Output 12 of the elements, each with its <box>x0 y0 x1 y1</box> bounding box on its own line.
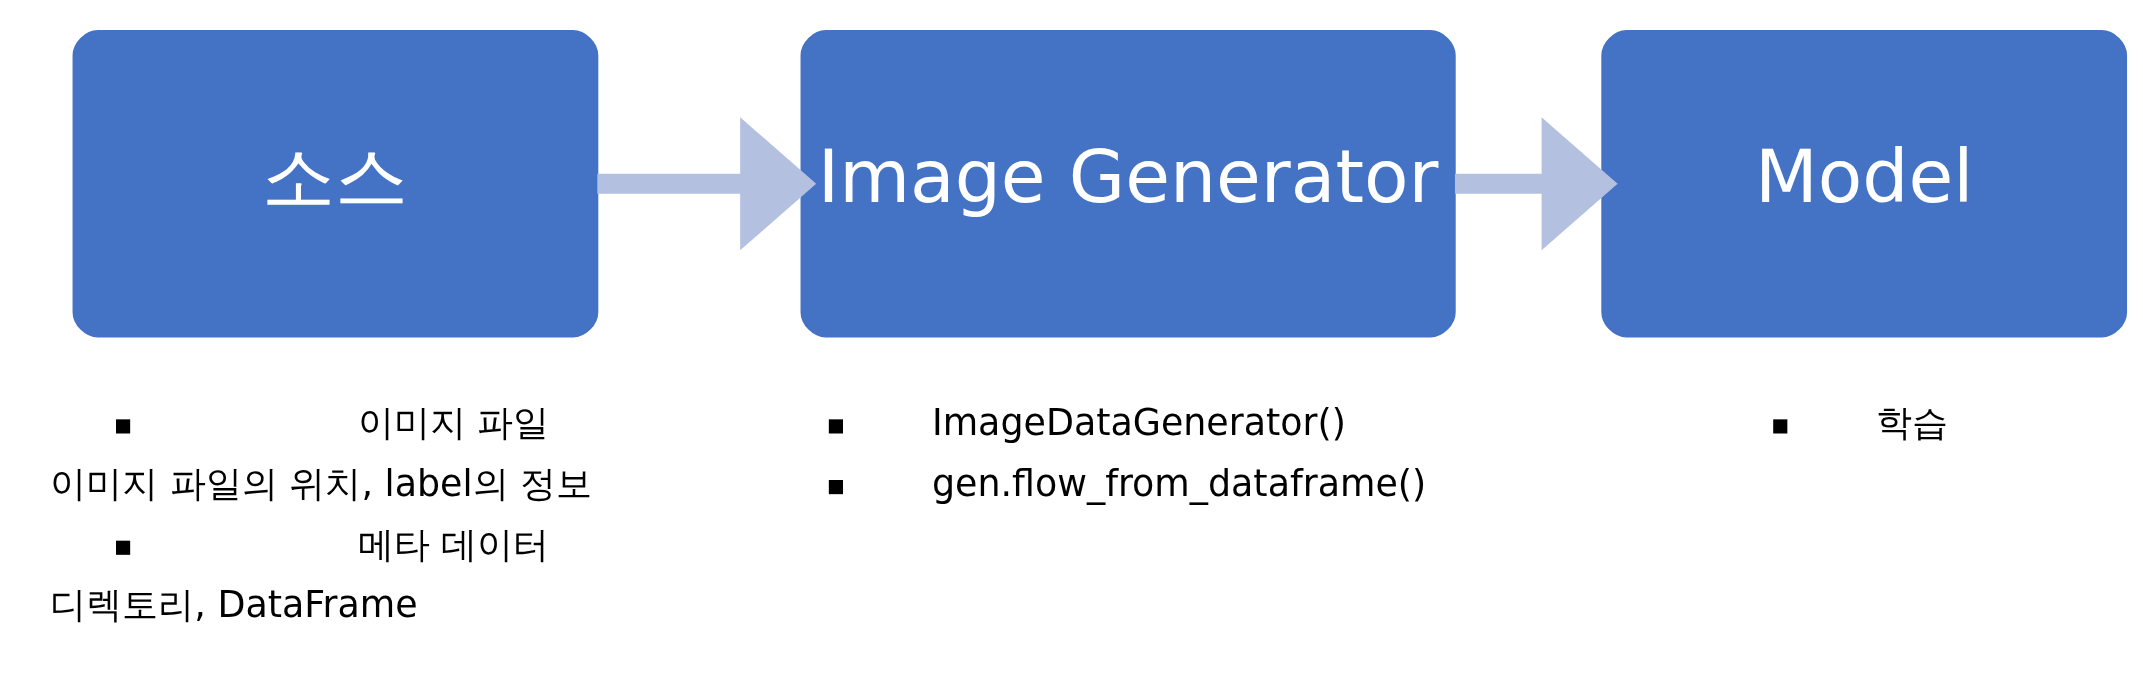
node-label: 이미지 파일 <box>357 401 550 445</box>
node-label: 학습 <box>1876 401 1949 445</box>
node-label: 디렉토리, DataFrame <box>50 583 418 627</box>
node-label: ImageDataGenerator() <box>931 401 1346 445</box>
node-box: Image Generator <box>800 30 1456 338</box>
node-label: 메타 데이터 <box>357 522 550 566</box>
arrow <box>597 117 817 251</box>
arrow <box>1454 117 1618 251</box>
node-label: gen.flow_from_dataframe() <box>931 461 1427 505</box>
node-box: Model <box>1601 30 2128 338</box>
node-label: 이미지 파일의 위치, label의 정보 <box>50 461 593 505</box>
node-box: 소스 <box>72 30 599 338</box>
